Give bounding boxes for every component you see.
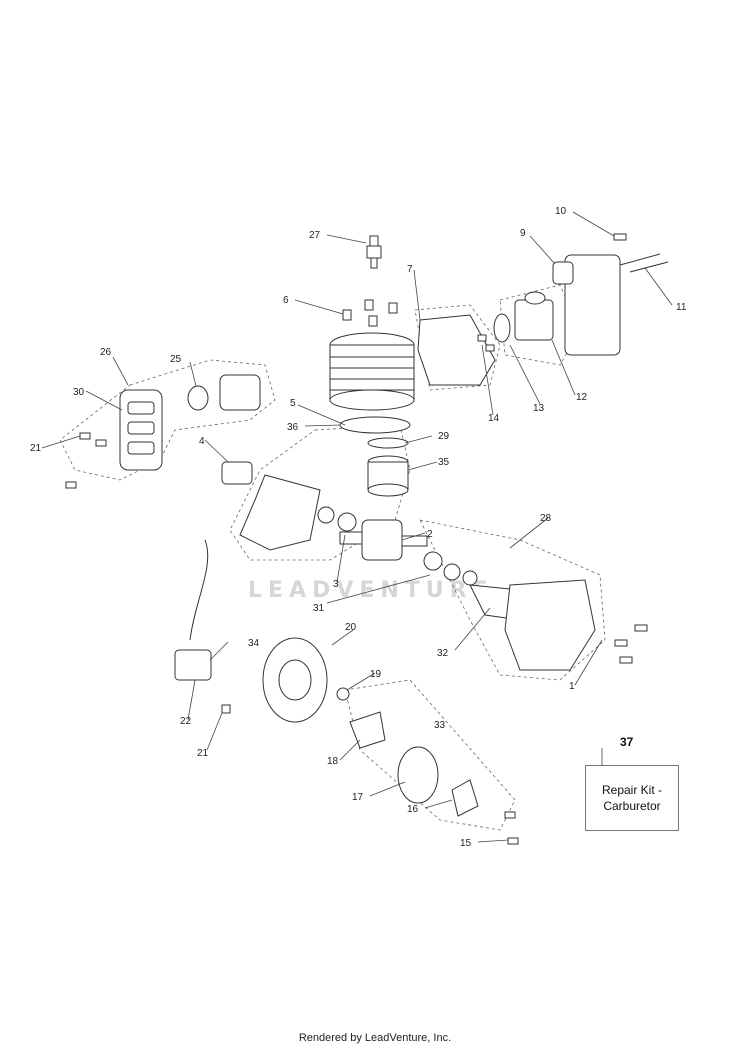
clutch-cover-plate bbox=[451, 779, 479, 817]
head-bolts bbox=[342, 299, 398, 327]
bearing-right bbox=[423, 551, 443, 571]
clutch-plate bbox=[349, 711, 386, 749]
crankcase-left bbox=[239, 474, 321, 551]
callout-35: 35 bbox=[438, 457, 450, 468]
air-filter-housing bbox=[552, 254, 621, 356]
callout-16: 16 bbox=[407, 804, 419, 815]
callout-13: 13 bbox=[533, 403, 545, 414]
callout-17: 17 bbox=[352, 792, 364, 803]
screw bbox=[65, 481, 77, 489]
kit-label-line1: Repair Kit - bbox=[601, 783, 663, 797]
crankshaft bbox=[339, 519, 428, 561]
long-bolt bbox=[629, 261, 669, 273]
callout-11: 11 bbox=[676, 302, 687, 313]
muffler-gasket bbox=[187, 385, 209, 411]
muffler-cover bbox=[119, 389, 163, 471]
kit-callout: 37 bbox=[620, 735, 634, 749]
callout-28: 28 bbox=[540, 513, 552, 524]
screw bbox=[95, 439, 107, 447]
callout-15: 15 bbox=[460, 838, 472, 849]
heat-shield bbox=[417, 314, 496, 386]
callout-10: 10 bbox=[555, 206, 567, 217]
watermark: LEADVENTURE bbox=[248, 578, 494, 603]
screw bbox=[221, 704, 231, 714]
callout-18: 18 bbox=[327, 756, 339, 767]
clutch bbox=[397, 746, 439, 804]
piston bbox=[367, 455, 409, 497]
callout-14: 14 bbox=[488, 413, 500, 424]
callout-29: 29 bbox=[438, 431, 450, 442]
callout-9: 9 bbox=[520, 228, 526, 239]
callout-25: 25 bbox=[170, 354, 182, 365]
callout-19: 19 bbox=[370, 669, 382, 680]
flywheel-nut bbox=[336, 687, 350, 701]
callout-12: 12 bbox=[576, 392, 588, 403]
crankcase-bolt bbox=[619, 656, 633, 664]
piston-ring bbox=[367, 437, 409, 449]
callout-21-left: 21 bbox=[30, 443, 42, 454]
stud bbox=[477, 334, 487, 342]
crankcase-bolt bbox=[634, 624, 648, 632]
callout-7: 7 bbox=[407, 264, 413, 275]
muffler-body bbox=[219, 374, 261, 411]
cylinder bbox=[329, 332, 415, 411]
callout-27: 27 bbox=[309, 230, 321, 241]
crankcase-bolt bbox=[614, 639, 628, 647]
clutch-screw bbox=[504, 811, 516, 819]
callout-31: 31 bbox=[313, 603, 325, 614]
crankcase-right bbox=[504, 579, 596, 671]
callout-33: 33 bbox=[434, 720, 446, 731]
leader-lines bbox=[41, 211, 673, 843]
spark-plug bbox=[366, 235, 382, 269]
bearing bbox=[337, 512, 357, 532]
seal-right bbox=[443, 563, 461, 581]
callout-30: 30 bbox=[73, 387, 85, 398]
callout-26: 26 bbox=[100, 347, 112, 358]
callout-1: 1 bbox=[569, 681, 575, 692]
repair-kit-box: Repair Kit - Carburetor bbox=[585, 765, 679, 831]
callout-36: 36 bbox=[287, 422, 299, 433]
callout-20: 20 bbox=[345, 622, 357, 633]
ignition-wire bbox=[189, 539, 209, 641]
screw bbox=[613, 233, 627, 241]
callout-6: 6 bbox=[283, 295, 289, 306]
flywheel bbox=[262, 637, 328, 723]
footer-credit: Rendered by LeadVenture, Inc. bbox=[298, 1032, 452, 1044]
callout-2: 2 bbox=[427, 529, 433, 540]
kit-label-line2: Carburetor bbox=[603, 799, 661, 813]
washer bbox=[462, 570, 478, 586]
base-gasket bbox=[339, 416, 411, 434]
ignition-coil bbox=[174, 649, 212, 681]
screw bbox=[79, 432, 91, 440]
carburetor bbox=[514, 291, 554, 341]
carb-gasket bbox=[493, 313, 511, 343]
callout-34: 34 bbox=[248, 638, 260, 649]
seal bbox=[317, 506, 335, 524]
clutch-screw bbox=[507, 837, 519, 845]
callout-labels: 1 2 3 4 5 6 7 9 10 11 12 13 14 15 16 17 … bbox=[30, 206, 687, 849]
stud bbox=[485, 344, 495, 352]
callout-5: 5 bbox=[290, 398, 296, 409]
callout-3: 3 bbox=[333, 579, 339, 590]
long-bolt bbox=[619, 253, 661, 266]
callout-4: 4 bbox=[199, 436, 205, 447]
callout-22: 22 bbox=[180, 716, 192, 727]
intake-adapter bbox=[221, 461, 253, 485]
callout-21-bottom: 21 bbox=[197, 748, 209, 759]
callout-32: 32 bbox=[437, 648, 449, 659]
